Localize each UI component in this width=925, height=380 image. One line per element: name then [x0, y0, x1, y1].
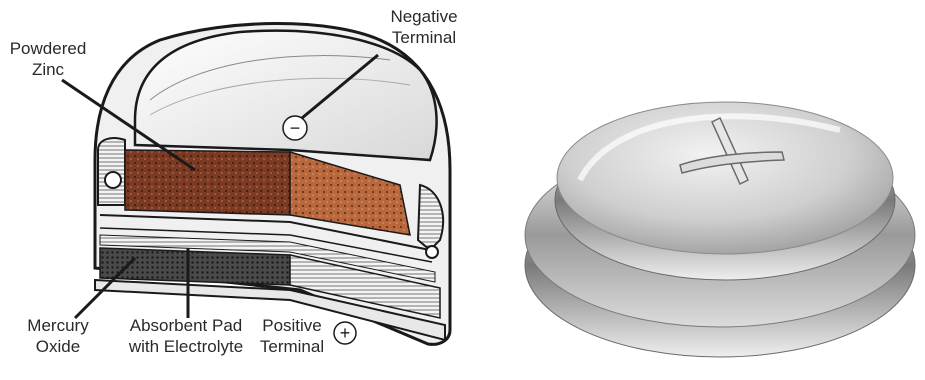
negative-cap	[135, 31, 437, 160]
negative-symbol: −	[290, 118, 301, 138]
label-powdered-zinc: Powdered Zinc	[4, 38, 92, 80]
zinc-layer-left	[125, 150, 290, 215]
label-positive-terminal: Positive Terminal	[250, 315, 334, 357]
button-cell-photo	[520, 60, 920, 380]
label-absorbent-pad: Absorbent Pad with Electrolyte	[116, 315, 256, 357]
label-negative-terminal: Negative Terminal	[378, 6, 470, 48]
cell-top-face	[557, 102, 893, 254]
positive-symbol: +	[340, 323, 351, 343]
label-mercury-oxide: Mercury Oxide	[20, 315, 96, 357]
